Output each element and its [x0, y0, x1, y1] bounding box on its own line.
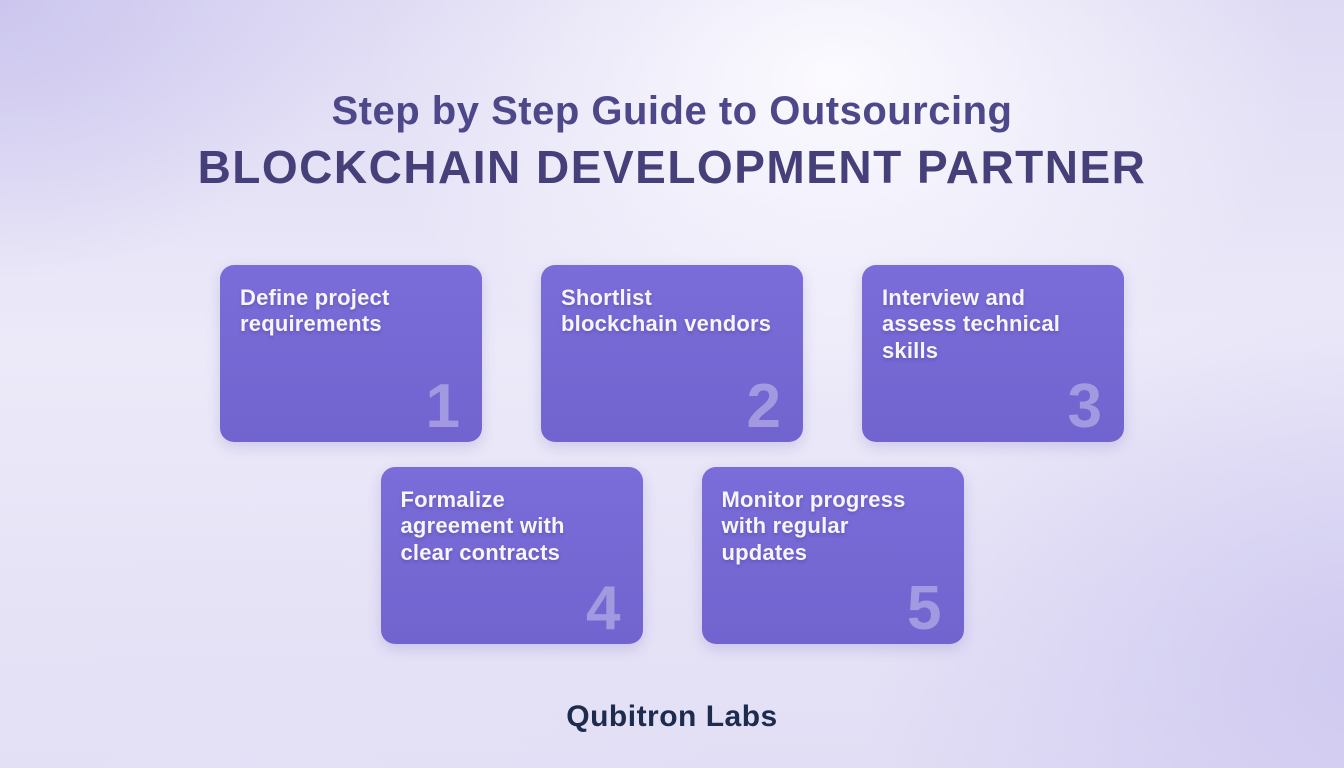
step-label: Formalize agreement with clear contracts [400, 486, 565, 566]
steps-grid: Define project requirements 1 Shortlist … [0, 264, 1344, 644]
steps-row-2: Formalize agreement with clear contracts… [380, 466, 964, 644]
page-subtitle: BLOCKCHAIN DEVELOPMENT PARTNER [197, 141, 1147, 193]
step-label: Define project requirements [240, 284, 390, 337]
step-number: 5 [907, 573, 942, 643]
step-number: 1 [425, 371, 460, 441]
step-card-4: Formalize agreement with clear contracts… [380, 466, 643, 644]
step-card-2: Shortlist blockchain vendors 2 [541, 264, 803, 442]
step-card-1: Define project requirements 1 [220, 264, 482, 442]
step-label: Interview and assess technical skills [882, 284, 1061, 364]
step-label: Monitor progress with regular updates [721, 486, 906, 566]
step-card-3: Interview and assess technical skills 3 [862, 264, 1124, 442]
step-number: 3 [1067, 371, 1102, 441]
brand-name: Qubitron Labs [566, 700, 778, 733]
step-number: 4 [586, 573, 621, 643]
step-label: Shortlist blockchain vendors [561, 284, 772, 337]
steps-row-1: Define project requirements 1 Shortlist … [220, 264, 1124, 442]
footer: Qubitron Labs [0, 700, 1344, 734]
header: Step by Step Guide to Outsourcing BLOCKC… [0, 0, 1344, 193]
step-number: 2 [746, 371, 781, 441]
step-card-5: Monitor progress with regular updates 5 [701, 466, 964, 644]
page-title: Step by Step Guide to Outsourcing [331, 89, 1013, 133]
